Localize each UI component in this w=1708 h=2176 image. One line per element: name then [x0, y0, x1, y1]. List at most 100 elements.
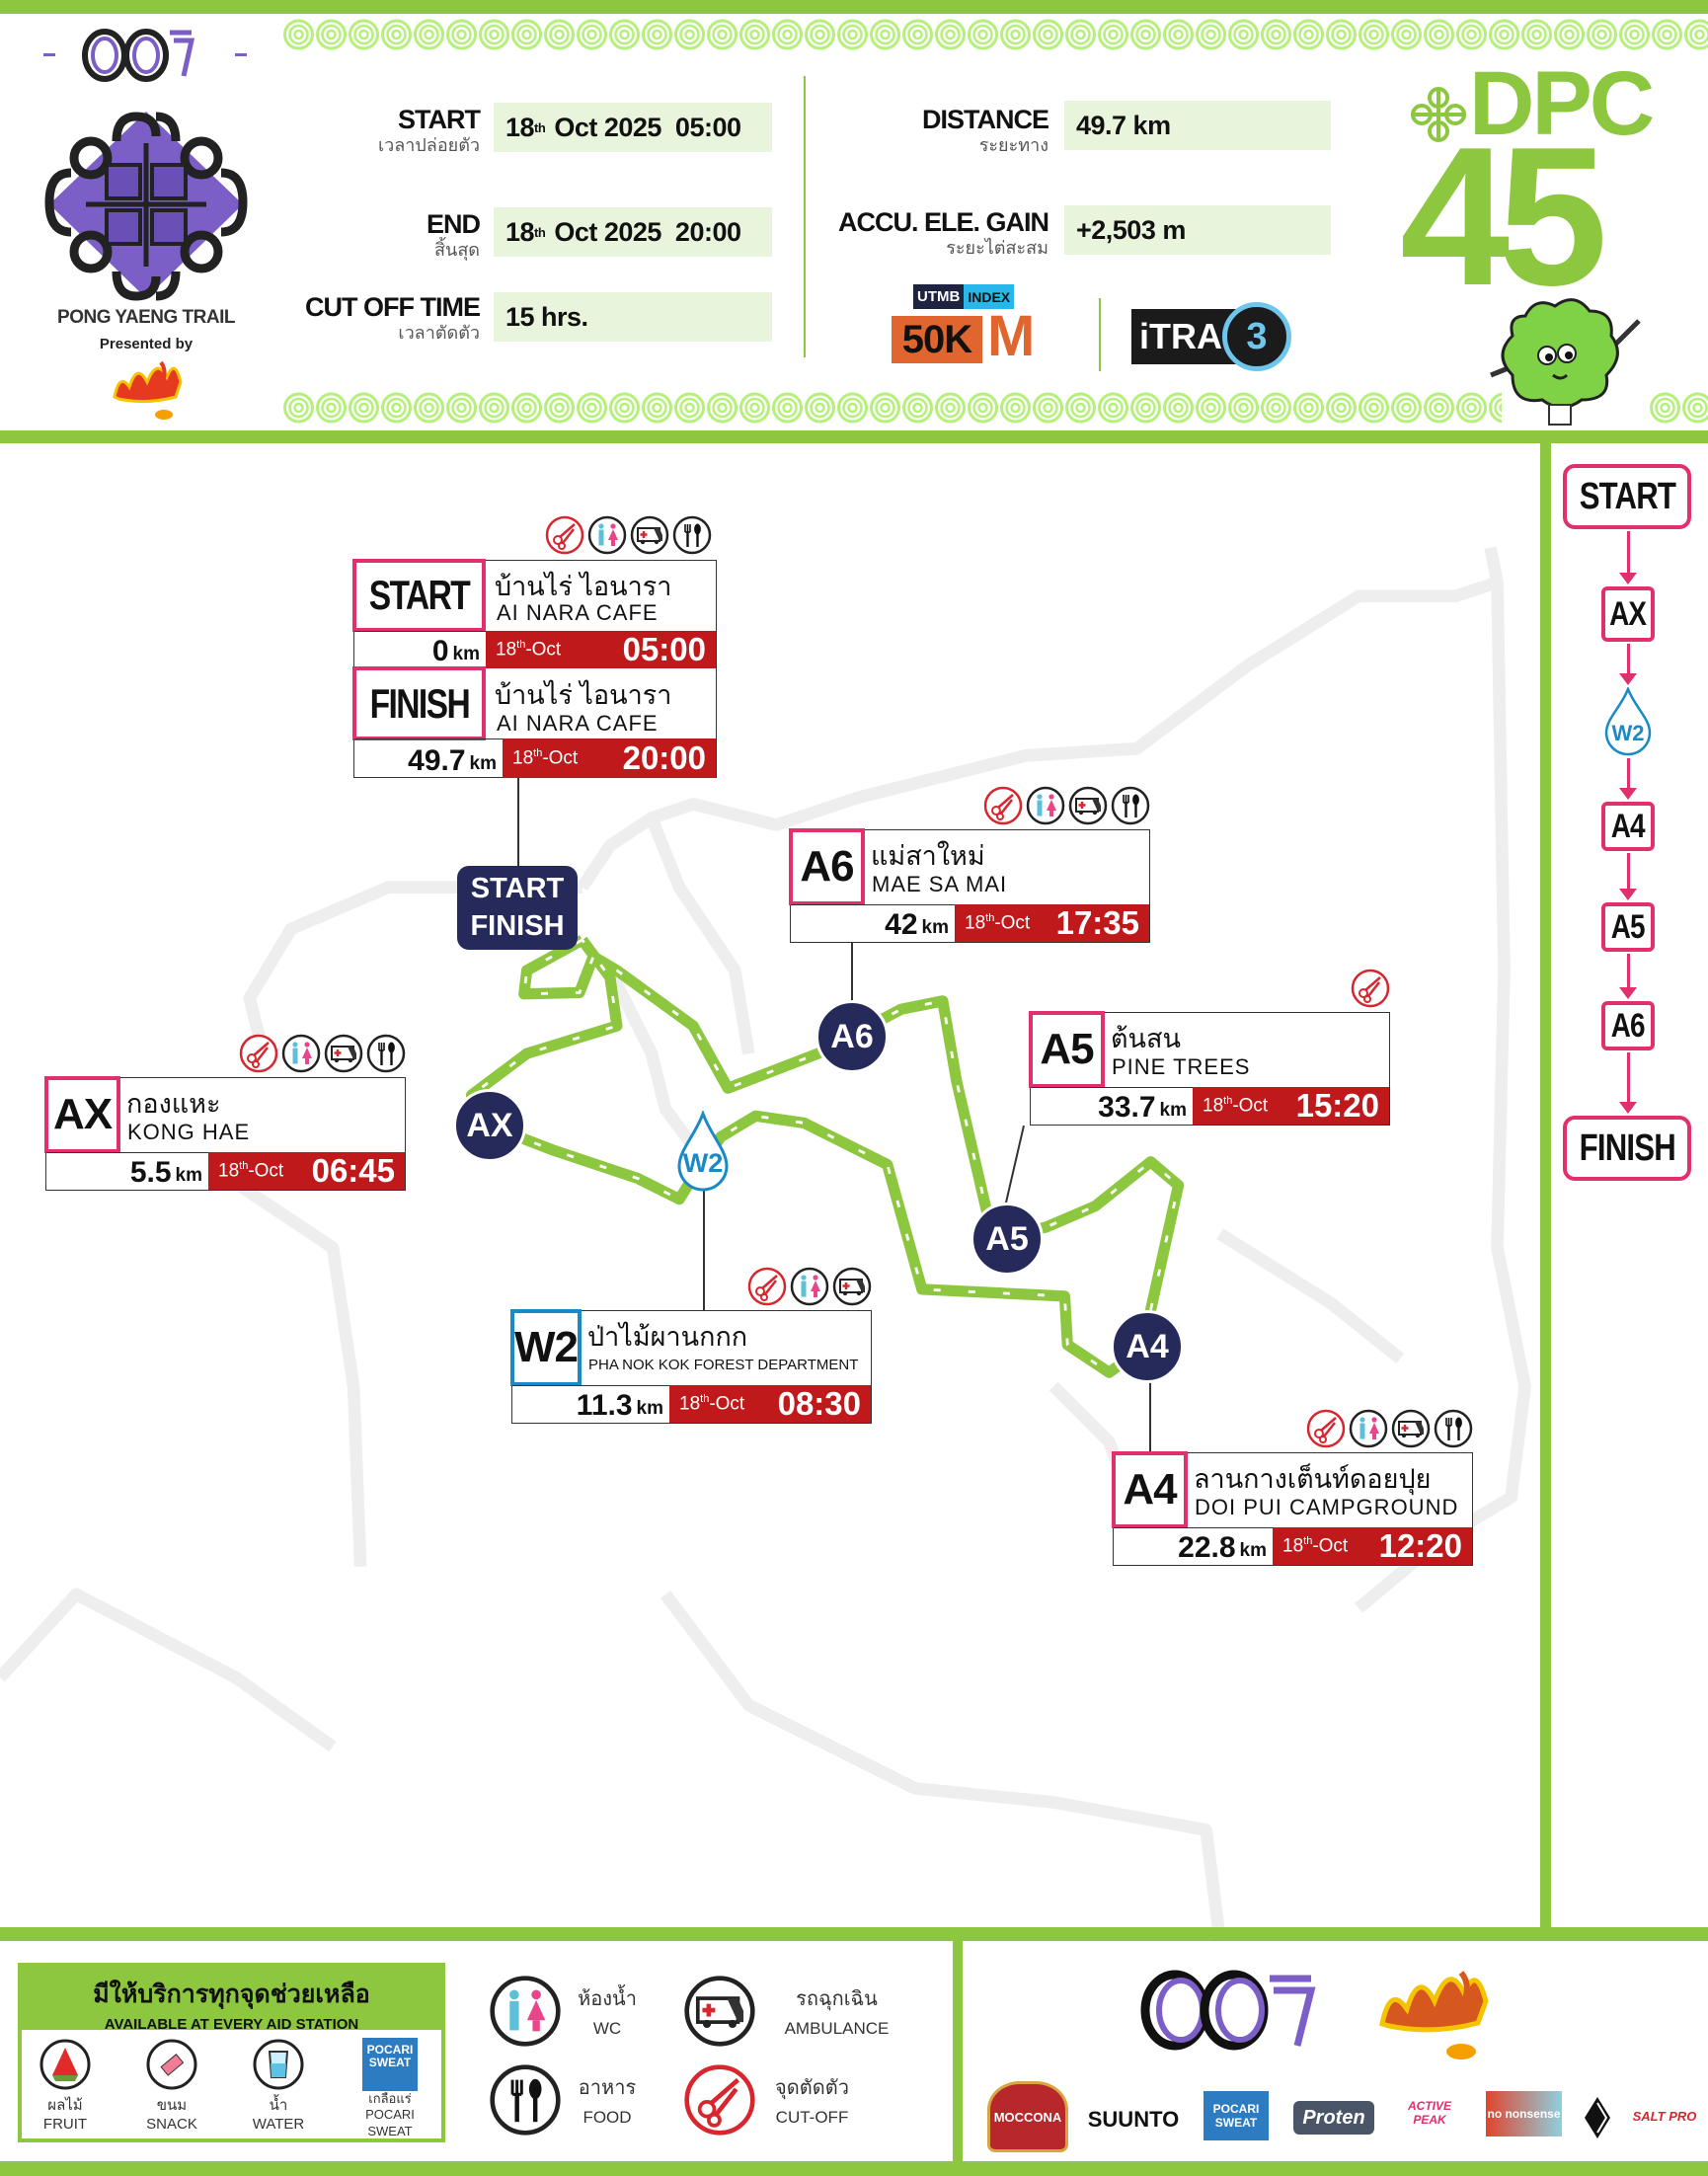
a5-name-th: ต้นสน	[1111, 1024, 1181, 1053]
route-step-a6: A6	[1601, 1001, 1655, 1050]
footer-divider	[953, 1941, 963, 2168]
a4-code: A4	[1112, 1451, 1188, 1528]
legend-subtitle: AVAILABLE AT EVERY AID STATION	[104, 2016, 359, 2033]
ambulance-icon	[324, 1034, 363, 1073]
a5-services	[1351, 969, 1390, 1008]
leader-line-a6	[851, 943, 853, 1004]
cutoff-icon	[747, 1267, 787, 1306]
w2-name-en: PHA NOK KOK FOREST DEPARTMENT	[588, 1357, 859, 1373]
route-step-a4: A4	[1601, 802, 1655, 851]
route-step-label: W2	[1611, 721, 1645, 745]
start-name-th: บ้านไร่ ไอนารา	[495, 572, 672, 601]
presented-by: Presented by	[99, 336, 194, 352]
a4-name-en: DOI PUI CAMPGROUND	[1195, 1495, 1459, 1519]
route-step-label: A4	[1610, 807, 1646, 845]
legend-pocari: เกลือแร่POCARI SWEAT	[365, 2091, 415, 2138]
ax-name-th: กองแหะ	[126, 1089, 221, 1119]
water-icon	[253, 2039, 304, 2090]
food-icon	[672, 515, 712, 555]
utmb-category: 50K	[892, 316, 982, 363]
cutoff-icon	[683, 2063, 756, 2137]
ax-marker[interactable]: AX	[453, 1089, 526, 1162]
cutoff-icon	[545, 515, 584, 555]
black-diamond-logo-icon	[1583, 2095, 1612, 2140]
down-arrow-icon	[1619, 644, 1637, 685]
swirl-band-bottom-right	[1649, 390, 1708, 427]
leader-line-w2	[703, 1190, 705, 1310]
a4-marker[interactable]: A4	[1111, 1310, 1184, 1383]
finish-code-box: FINISH	[352, 666, 486, 740]
top-border	[0, 0, 1708, 14]
w2-marker-label: W2	[682, 1148, 724, 1178]
mascot-illustration	[1490, 298, 1641, 426]
marker-finish-label: FINISH	[470, 910, 565, 942]
a6-marker[interactable]: A6	[815, 1000, 889, 1073]
sponsor-logo-suunto: SUUNTO	[1087, 2107, 1180, 2132]
w2-name-th: ป่าไม้ผานกกก	[587, 1322, 748, 1352]
header-bottom-border	[0, 430, 1708, 443]
event-name: PONG YAENG TRAIL	[57, 307, 235, 328]
presenting-sponsor-logo	[113, 360, 183, 420]
ots-logo	[43, 29, 247, 82]
presenting-sponsor-footer-logo	[1379, 1971, 1489, 2059]
utmb-index-label: INDEX	[964, 284, 1015, 309]
finish-name-en: AI NARA CAFE	[497, 711, 659, 736]
route-step-start: START	[1563, 464, 1691, 529]
utmb-brand: UTMB	[913, 284, 965, 309]
sponsor-logo-moccona: MOCCONA	[987, 2081, 1068, 2152]
food-icon	[489, 2063, 562, 2137]
w2-station-card: W2 ป่าไม้ผานกกก PHA NOK KOK FOREST DEPAR…	[510, 1309, 872, 1424]
a6-name-en: MAE SA MAI	[872, 872, 1008, 896]
start-code: START	[368, 572, 471, 618]
ambulance-icon	[1391, 1409, 1431, 1448]
a6-name-th: แม่สาใหม่	[871, 841, 985, 871]
leader-line-start	[517, 778, 519, 867]
route-step-label: FINISH	[1579, 1127, 1675, 1169]
sponsor-logo-active-peak: ACTIVE PEAK	[1407, 2099, 1451, 2127]
wc-icon	[1349, 1409, 1388, 1448]
route-step-finish: FINISH	[1563, 1116, 1691, 1181]
cutoff-icon	[1351, 969, 1390, 1008]
a5-marker[interactable]: A5	[970, 1203, 1044, 1276]
w2-services	[747, 1267, 872, 1306]
a4-services	[1306, 1409, 1473, 1448]
pong-yaeng-mandala-logo	[44, 112, 248, 301]
footer-top-border	[0, 1927, 1708, 1941]
w2-water-drop-marker[interactable]	[675, 1111, 731, 1194]
logo-divider	[1099, 298, 1101, 371]
down-arrow-icon	[1619, 1052, 1637, 1114]
food-icon	[1111, 786, 1150, 825]
pocari-sweat-icon: POCARI SWEAT	[362, 2038, 418, 2091]
aid-station-legend: มีให้บริการทุกจุดช่วยเหลือ AVAILABLE AT …	[18, 1963, 445, 2142]
swirl-band-top	[282, 17, 1708, 54]
cutoff-icon	[1306, 1409, 1346, 1448]
itra-points: 3	[1222, 302, 1291, 371]
footer-bottom-border	[0, 2161, 1708, 2176]
dpc-label: DPC	[1469, 53, 1655, 154]
header-divider	[804, 76, 806, 357]
a4-name-th: ลานกางเต็นท์ดอยปุย	[1194, 1464, 1432, 1494]
legend-title: มีให้บริการทุกจุดช่วยเหลือ	[93, 1981, 370, 2008]
wc-icon	[281, 1034, 321, 1073]
utmb-index-logo: UTMB INDEX	[913, 284, 1032, 309]
